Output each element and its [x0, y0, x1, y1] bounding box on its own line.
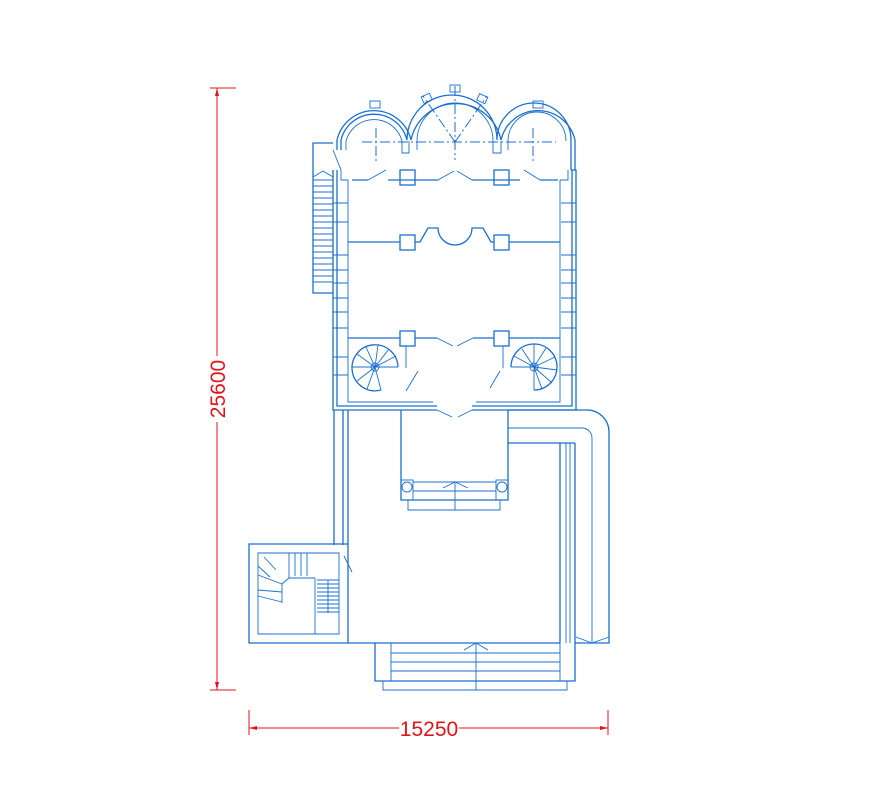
spiral-staircase-left [351, 344, 399, 392]
entrance-lobby [400, 410, 509, 511]
lower-hall-walls [333, 410, 576, 644]
spiral-staircase-right [510, 343, 558, 391]
stair-tower [248, 543, 353, 644]
width-dimension-label: 15250 [400, 718, 458, 741]
ramp [508, 409, 610, 644]
apse-centerlines [362, 86, 556, 162]
wall-windows [333, 202, 576, 376]
width-dimension: 15250 [248, 710, 609, 741]
height-dimension-label: 25600 [207, 360, 230, 418]
height-dimension: 25600 [207, 87, 236, 691]
partitions [348, 169, 560, 418]
apse-arches [336, 84, 576, 170]
side-stair [312, 142, 334, 294]
front-steps [374, 642, 576, 691]
main-hall-walls [332, 149, 577, 411]
